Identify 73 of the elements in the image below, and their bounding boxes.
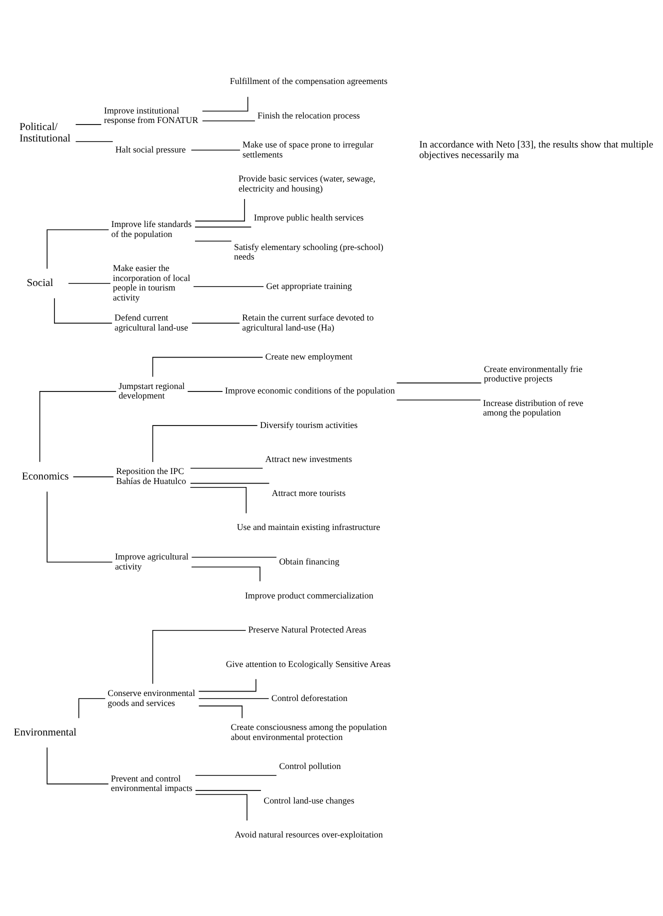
node-text: Defend current agricultural land-use: [114, 312, 188, 332]
node-text: Improve life standards of the population: [111, 218, 192, 238]
node-text: Attract more tourists: [272, 488, 346, 498]
connector: [152, 629, 246, 684]
connector: [194, 226, 252, 227]
connector: [190, 149, 240, 150]
connector: [72, 476, 114, 477]
connector: [198, 698, 270, 699]
connector: [190, 482, 270, 484]
node-text: Jumpstart regional development: [118, 380, 185, 400]
node-text: Preserve Natural Protected Areas: [248, 624, 366, 634]
node-text: Political/ Institutional: [19, 122, 70, 144]
node-text: Control land-use changes: [264, 794, 354, 805]
connector: [46, 228, 110, 269]
connector: [194, 198, 245, 221]
node-text: Attract new investments: [265, 453, 352, 464]
node-text: Give attention to Ecologically Sensitive Areas: [226, 658, 391, 668]
node-text: Fulfillment of the compensation agreements: [230, 76, 388, 86]
connector: [198, 705, 243, 718]
node-text: Finish the relocation process: [258, 110, 360, 120]
connector: [396, 399, 481, 400]
node-text: Increase distribution of reve among the population: [483, 397, 584, 418]
node-text: Halt social pressure: [115, 144, 186, 154]
connector: [195, 774, 277, 776]
connector: [78, 698, 106, 718]
connector: [192, 322, 240, 324]
connector: [75, 140, 114, 142]
connector: [396, 382, 482, 383]
node-text: Provide basic services (water, sewage, electricity and housing): [238, 173, 376, 193]
connector: [202, 120, 256, 121]
node-text: Improve agricultural activity: [114, 551, 189, 571]
connector: [190, 486, 247, 514]
node-text: Make easier the incorporation of local people in tourism activity: [112, 262, 190, 302]
node-text: Improve economic conditions of the population: [225, 385, 395, 396]
connector: [152, 424, 258, 462]
node-text: Create new employment: [265, 351, 352, 362]
connector: [194, 240, 232, 242]
node-text: Diversify tourism activities: [260, 419, 358, 430]
node-text: Control deforestation: [271, 692, 348, 702]
node-text: Improve public health services: [254, 212, 364, 222]
node-text: Social: [26, 278, 54, 289]
node-text: Control pollution: [279, 760, 341, 771]
connector: [68, 282, 111, 284]
label: In accordance with Neto [33], the results show that multiple objectives necessarily ma: [419, 138, 654, 160]
node-text: Reposition the IPC Bahías de Huatulco: [116, 466, 186, 486]
node-text: Get appropriate training: [266, 280, 352, 290]
node-text: Satisfy elementary schooling (pre-school) needs: [234, 241, 384, 262]
connector: [191, 556, 277, 558]
connector: [191, 566, 260, 582]
node-text: Conserve environmental goods and services: [108, 688, 196, 708]
connector: [152, 356, 264, 377]
node-text: Make use of space prone to irregular settlements: [242, 139, 374, 159]
connector: [195, 794, 248, 820]
node-text: Obtain financing: [279, 556, 340, 566]
node-text: Economics: [22, 471, 69, 482]
node-text: Use and maintain existing infrastructure: [236, 522, 380, 532]
connector: [193, 286, 264, 287]
node-text: Retain the current surface devoted to agricultural land-use (Ha): [242, 312, 374, 332]
node-text: Create environmentally frie productive projects: [484, 363, 582, 384]
connector: [190, 467, 264, 468]
connector: [187, 390, 223, 392]
node-text: Improve institutional response from FONATUR: [104, 104, 198, 125]
connector: [39, 390, 117, 462]
connector: [46, 746, 109, 784]
node-text: Avoid natural resources over-exploitation: [234, 828, 383, 839]
connector: [198, 678, 256, 692]
connector: [46, 490, 113, 562]
node-text: Improve product commercialization: [244, 590, 374, 600]
node-text: Create consciousness among the population about environmental protection: [230, 722, 387, 742]
node-text: Prevent and control environmental impacts: [110, 772, 192, 793]
connector: [54, 297, 112, 324]
connector: [202, 96, 248, 112]
node-text: Environmental: [14, 727, 76, 738]
